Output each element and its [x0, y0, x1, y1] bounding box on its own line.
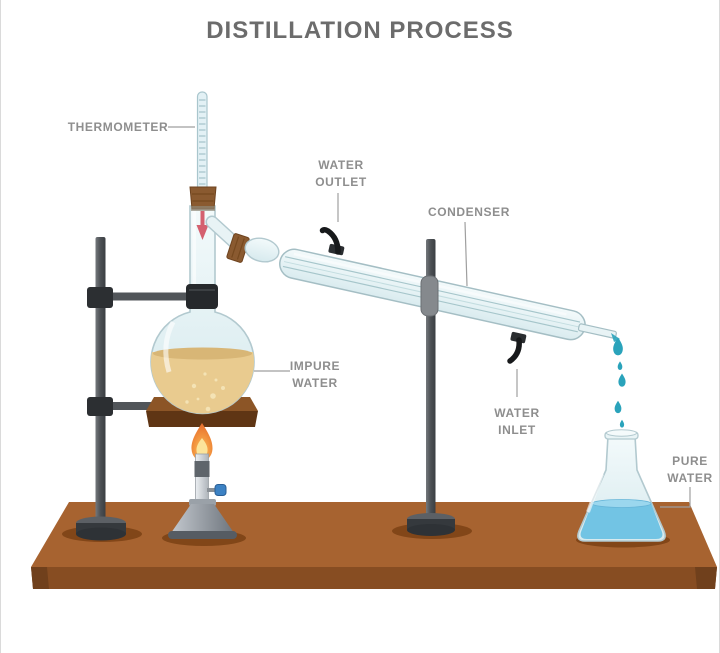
label-pure-water-line2: WATER [667, 471, 712, 485]
label-condenser: CONDENSER [428, 205, 510, 219]
condenser-clamp [420, 275, 439, 317]
label-thermometer: THERMOMETER [68, 120, 169, 134]
valve-knob [214, 484, 227, 496]
left-stand-pole [95, 237, 106, 527]
flask-highlight [163, 320, 176, 373]
table-right-edge [695, 567, 717, 589]
condenser-connector [464, 221, 468, 287]
thermometer-stem-in-neck [200, 211, 205, 227]
side-arm [205, 215, 242, 250]
label-water-inlet-line1: WATER [494, 406, 539, 420]
flask-neck-clamp [186, 284, 218, 309]
thermometer-ticks [199, 99, 206, 185]
annotations: THERMOMETER WATER OUTLET CONDENSER IMPUR… [68, 120, 712, 508]
thermometer [196, 91, 208, 195]
pure-water-liquid [580, 499, 663, 539]
condenser-entrance-bulb [244, 237, 280, 263]
upper-crossbar [107, 292, 191, 301]
droplets [611, 333, 626, 492]
wooden-block-front [146, 411, 258, 427]
water-outlet-nozzle [319, 227, 345, 256]
left-stand [76, 237, 191, 541]
thermometer-bulb-pointer [196, 225, 209, 240]
burner-base-rim [168, 531, 237, 539]
condenser-delivery-tube [577, 323, 617, 339]
left-stand-base-bottom [76, 527, 126, 541]
burner-base-cone [171, 504, 234, 533]
table-left-edge [31, 567, 49, 589]
water-inlet-nozzle [507, 331, 527, 364]
label-impure-water-line1: IMPURE [290, 359, 340, 373]
neck-highlight [192, 210, 196, 305]
side-arm-cork [226, 233, 250, 263]
table-front-face [31, 567, 717, 589]
burner-collar [194, 461, 210, 477]
right-stand-base-bottom [407, 524, 455, 536]
lower-pole-clamp [87, 397, 113, 416]
label-impure-water-line2: WATER [292, 376, 337, 390]
valve-stem [207, 488, 218, 492]
liquid-bubbles [185, 372, 225, 412]
lower-crossbar [107, 402, 167, 410]
flame-inner [196, 438, 208, 458]
thermometer-tube [196, 91, 208, 195]
label-water-inlet-line2: INLET [498, 423, 536, 437]
bunsen-burner [168, 423, 237, 539]
page-title: DISTILLATION PROCESS [206, 17, 514, 44]
condenser [279, 248, 617, 341]
label-water-outlet-line1: WATER [318, 158, 363, 172]
label-water-outlet-line2: OUTLET [315, 175, 367, 189]
cork-stopper [189, 186, 217, 211]
erlenmeyer-flask [577, 429, 666, 542]
upper-pole-clamp [87, 287, 113, 308]
label-pure-water-line1: PURE [672, 454, 708, 468]
erlenmeyer-mouth [606, 429, 637, 437]
pure-water-connector [660, 487, 691, 508]
erlenmeyer-highlight [586, 473, 604, 513]
